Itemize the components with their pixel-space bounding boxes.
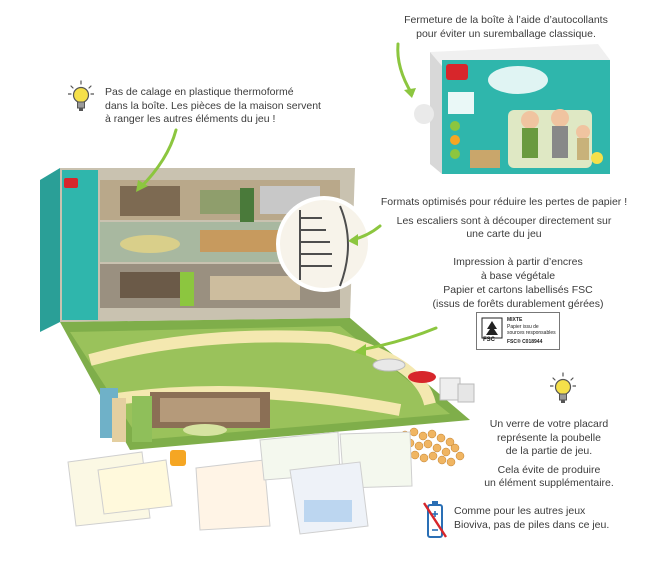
caption-line: Un verre de votre placard <box>489 418 609 430</box>
lightbulb-icon <box>550 372 576 403</box>
fsc-code: FSC® C018944 <box>507 339 543 345</box>
arrow-box-closure <box>396 42 414 96</box>
caption-formats: Formats optimisés pour réduire les perte… <box>364 196 644 242</box>
caption-line: dans la boîte. Les pièces de la maison s… <box>105 99 321 112</box>
fsc-line-1: Papier issu de <box>507 324 539 330</box>
fsc-text: FSC <box>483 337 495 343</box>
caption-line: à ranger les autres éléments du jeu ! <box>105 113 276 125</box>
arrow-no-plastic <box>138 128 178 190</box>
caption-box-closure: Fermeture de la boîte à l’aide d’autocol… <box>392 14 620 41</box>
caption-line: représente la poubelle <box>497 431 601 444</box>
caption-line: de la partie de jeu. <box>505 445 593 457</box>
caption-line: Les escaliers sont à découper directemen… <box>396 214 612 227</box>
caption-batteries: Comme pour les autres jeux Bioviva, pas … <box>454 505 609 532</box>
fsc-tree-icon <box>481 317 503 339</box>
caption-line: Pas de calage en plastique thermoformé <box>105 86 294 98</box>
stairs-zoom-circle <box>276 196 372 292</box>
caption-line: Impression à partir d’encres <box>453 256 583 268</box>
fsc-line-2: sources responsables <box>507 330 556 336</box>
game-box-image <box>414 44 610 174</box>
caption-line: Comme pour les autres jeux <box>454 505 586 517</box>
lightbulb-icon <box>68 80 94 111</box>
caption-line: à base végétale <box>480 269 556 282</box>
caption-line: Fermeture de la boîte à l’aide d’autocol… <box>404 14 608 26</box>
caption-glass: Un verre de votre placard représente la … <box>474 418 624 491</box>
caption-line: un élément supplémentaire. <box>484 477 614 489</box>
caption-line: Formats optimisés pour réduire les perte… <box>380 196 628 208</box>
arrow-fsc <box>358 326 438 352</box>
fsc-label: FSC MIXTE Papier issu de sources respons… <box>476 312 560 350</box>
game-cards-image <box>67 431 413 535</box>
game-board-image <box>60 318 470 450</box>
fsc-mixte: MIXTE <box>507 317 523 323</box>
caption-line: Cela évite de produire <box>497 463 601 476</box>
caption-line: une carte du jeu <box>466 228 542 240</box>
caption-ink: Impression à partir d’encres à base végé… <box>420 256 616 283</box>
caption-line: Bioviva, pas de piles dans ce jeu. <box>454 518 610 531</box>
caption-no-plastic: Pas de calage en plastique thermoformé d… <box>105 86 321 127</box>
game-pieces-image <box>100 358 475 467</box>
caption-line: (issus de forêts durablement gérées) <box>432 297 604 310</box>
caption-fsc: Papier et cartons labellisés FSC (issus … <box>400 284 636 311</box>
no-battery-icon <box>422 501 448 538</box>
caption-line: Papier et cartons labellisés FSC <box>443 284 593 296</box>
caption-line: pour éviter un suremballage classique. <box>416 27 596 40</box>
